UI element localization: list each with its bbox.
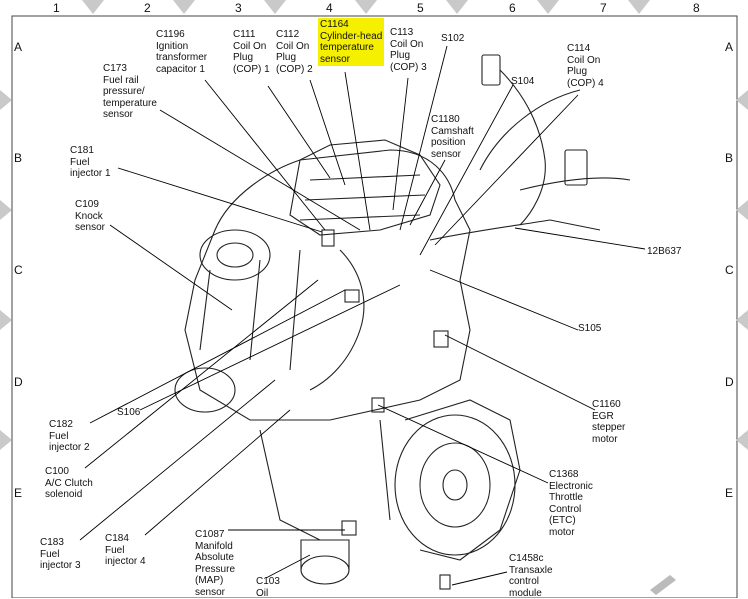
label-s105: S105 bbox=[578, 323, 602, 334]
label-c1458c-transaxle-module: C1458c Transaxle control module bbox=[509, 553, 553, 599]
engine-illustration bbox=[174, 54, 631, 590]
label-s106: S106 bbox=[117, 407, 141, 418]
grid-row-a-right: A bbox=[725, 40, 734, 54]
label-c103-oil: C103 Oil bbox=[256, 576, 280, 599]
label-c114-coil-4: C114 Coil On Plug (COP) 4 bbox=[567, 43, 604, 89]
grid-row-b-left: B bbox=[14, 151, 23, 165]
grid-col-7: 7 bbox=[600, 1, 607, 15]
grid-col-4: 4 bbox=[326, 1, 333, 15]
grid-col-3: 3 bbox=[235, 1, 242, 15]
label-c184-injector-4: C184 Fuel injector 4 bbox=[105, 533, 146, 567]
grid-row-d-right: D bbox=[725, 375, 734, 389]
label-c173-fuel-rail-sensor: C173 Fuel rail pressure/ temperature sen… bbox=[103, 63, 157, 120]
grid-col-2: 2 bbox=[144, 1, 151, 15]
label-c111-coil-1: C111 Coil On Plug (COP) 1 bbox=[233, 29, 270, 75]
grid-col-5: 5 bbox=[417, 1, 424, 15]
grid-row-d-left: D bbox=[14, 375, 23, 389]
grid-row-e-right: E bbox=[725, 486, 734, 500]
label-c1180-camshaft-sensor: C1180 Camshaft position sensor bbox=[431, 114, 474, 160]
grid-markers bbox=[0, 0, 748, 450]
label-c1164-cylinder-head-temp-sensor: C1164 Cylinder-head temperature sensor bbox=[318, 18, 385, 66]
grid-row-c-left: C bbox=[14, 263, 23, 277]
grid-row-e-left: E bbox=[14, 486, 23, 500]
label-c113-coil-3: C113 Coil On Plug (COP) 3 bbox=[390, 27, 427, 73]
grid-row-b-right: B bbox=[725, 151, 734, 165]
label-c1196-ignition-capacitor: C1196 Ignition transformer capacitor 1 bbox=[156, 29, 208, 75]
pen-icon bbox=[650, 575, 676, 595]
label-c1160-egr-motor: C1160 EGR stepper motor bbox=[592, 399, 626, 445]
label-c112-coil-2: C112 Coil On Plug (COP) 2 bbox=[276, 29, 313, 75]
label-12b637-harness: 12B637 bbox=[647, 246, 682, 257]
grid-col-1: 1 bbox=[53, 1, 60, 15]
label-c100-ac-clutch: C100 A/C Clutch solenoid bbox=[45, 466, 93, 500]
leader-lines bbox=[79, 45, 646, 586]
label-c1368-etc-motor: C1368 Electronic Throttle Control (ETC) … bbox=[549, 469, 593, 538]
label-c109-knock-sensor: C109 Knock sensor bbox=[75, 199, 106, 233]
label-c183-injector-3: C183 Fuel injector 3 bbox=[40, 537, 81, 571]
label-c182-injector-2: C182 Fuel injector 2 bbox=[49, 419, 90, 453]
label-s102: S102 bbox=[441, 33, 465, 44]
label-c181-injector-1: C181 Fuel injector 1 bbox=[70, 145, 111, 179]
label-s104: S104 bbox=[511, 76, 535, 87]
grid-col-6: 6 bbox=[509, 1, 516, 15]
grid-col-8: 8 bbox=[693, 1, 700, 15]
grid-row-a-left: A bbox=[14, 40, 23, 54]
label-c1087-map-sensor: C1087 Manifold Absolute Pressure (MAP) s… bbox=[195, 529, 236, 598]
grid-row-c-right: C bbox=[725, 263, 734, 277]
